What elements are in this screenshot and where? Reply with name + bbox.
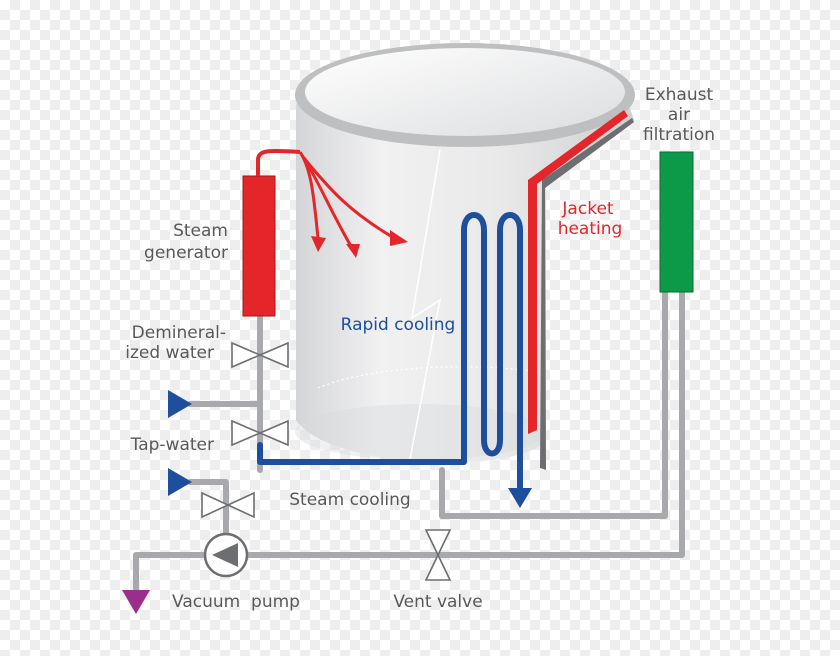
label-steam-gen-line2: generator bbox=[144, 243, 228, 263]
vent-valve-icon bbox=[424, 529, 452, 557]
steam-jet-3-arrow bbox=[390, 230, 408, 246]
steam-outlet-pipe bbox=[256, 149, 301, 176]
tap-water-inlet-pipe bbox=[187, 479, 229, 548]
demin-water-valve-icon bbox=[231, 341, 263, 369]
label-vent-valve: Vent valve bbox=[393, 592, 482, 612]
rapid-cooling-coil bbox=[257, 212, 532, 508]
steam-jet-3 bbox=[302, 157, 395, 240]
steam-jet-1-arrow bbox=[311, 236, 326, 252]
label-jacket-line2: heating bbox=[558, 219, 623, 239]
demin-water-valve bbox=[231, 341, 289, 369]
steam-jet-2-arrow bbox=[346, 244, 360, 258]
tap-water-valve bbox=[201, 491, 255, 519]
steam-supply-valve bbox=[231, 419, 289, 447]
tap-water-inlet-arrow bbox=[168, 468, 192, 496]
vessel-base-shadow bbox=[295, 404, 545, 460]
demin-water-inlet-arrow bbox=[168, 390, 192, 418]
label-exhaust-line1: Exhaust bbox=[645, 85, 714, 105]
vessel-opening bbox=[305, 48, 625, 136]
label-vacuum-pump: Vacuum pump bbox=[172, 592, 300, 612]
vacuum-line-pipe bbox=[133, 289, 685, 595]
steam-generator bbox=[242, 149, 408, 317]
vessel-dotted-line bbox=[317, 366, 541, 389]
label-exhaust-line2: air bbox=[668, 105, 690, 125]
tap-water-valve-icon bbox=[201, 491, 230, 519]
label-demin-line1: Demineral- bbox=[132, 323, 226, 343]
vacuum-pump bbox=[203, 532, 249, 578]
steam-generator-body bbox=[242, 175, 276, 317]
label-demin-line2: ized water bbox=[125, 343, 214, 363]
label-rapid-cooling: Rapid cooling bbox=[341, 315, 456, 335]
steam-cooling-return-pipe bbox=[439, 289, 668, 519]
steam-supply-valve-icon bbox=[231, 419, 263, 447]
labels: Exhaust air filtration Jacket heating St… bbox=[125, 85, 715, 612]
label-exhaust-line3: filtration bbox=[643, 125, 715, 145]
steam-cooling-blue-pipe bbox=[257, 212, 523, 491]
drain-outlet-arrow bbox=[122, 590, 150, 614]
vessel-highlight-line bbox=[407, 149, 442, 471]
label-tap-water: Tap-water bbox=[130, 435, 214, 455]
label-steam-gen-line1: Steam bbox=[173, 221, 228, 241]
label-steam-cooling: Steam cooling bbox=[289, 490, 410, 510]
vent-valve bbox=[424, 529, 452, 581]
exhaust-air-filter bbox=[659, 151, 694, 293]
rapid-cooling-arrow bbox=[508, 488, 532, 508]
label-jacket-line1: Jacket bbox=[561, 199, 613, 219]
